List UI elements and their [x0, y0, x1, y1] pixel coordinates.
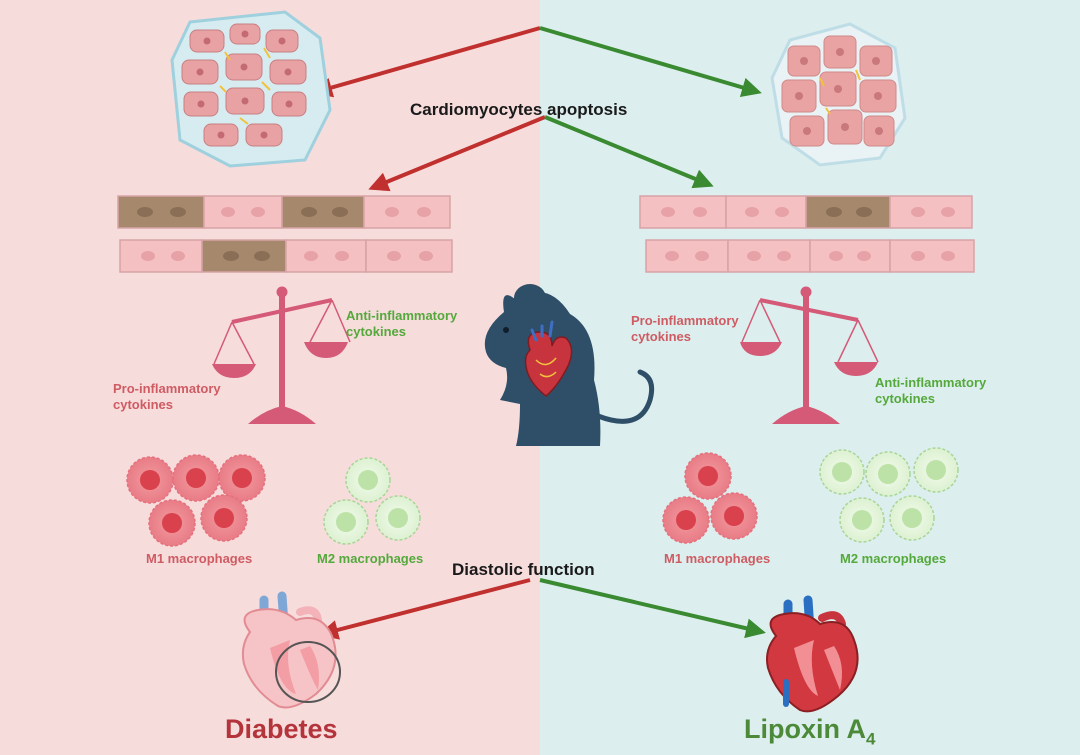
arrow-top-right: [539, 26, 762, 98]
m1-macrophages-label-right: M1 macrophages: [664, 551, 771, 566]
m2-macrophages-label-left: M2 macrophages: [317, 551, 424, 566]
arrow-mid-right: [544, 115, 714, 189]
anti-inflammatory-label-right: Anti-inflammatory cytokines: [875, 375, 986, 407]
macrophage-icon-m1-right: [662, 452, 758, 544]
pro-inflammatory-label-left: Pro-inflammatory cytokines: [113, 381, 221, 413]
arrow-bottom-left: [318, 578, 531, 640]
pro-inflammatory-line2-left: cytokines: [113, 397, 173, 412]
cardiomyocytes-apoptosis-label: Cardiomyocytes apoptosis: [410, 100, 628, 119]
pro-inflammatory-line2-right: cytokines: [631, 329, 691, 344]
anti-inflammatory-line2-left: cytokines: [346, 324, 406, 339]
heart-icon-lipoxin: [766, 595, 859, 713]
cardiomyocyte-cluster-icon-right: [770, 22, 907, 167]
macrophage-icon-m2-right: [819, 447, 959, 543]
arrows-group: [312, 26, 766, 640]
macrophage-icon-m1-left: [126, 454, 266, 547]
muscle-fiber-icon-right: [639, 195, 975, 273]
m1-macrophages-label-left: M1 macrophages: [146, 551, 253, 566]
heart-icon-mouse: [524, 320, 573, 397]
anti-inflammatory-label-left: Anti-inflammatory cytokines: [346, 308, 457, 340]
pro-inflammatory-line1-right: Pro-inflammatory: [631, 313, 739, 328]
anti-inflammatory-line2-right: cytokines: [875, 391, 935, 406]
balance-scale-icon-left: [212, 286, 351, 424]
diastolic-function-label: Diastolic function: [452, 560, 595, 579]
pro-inflammatory-label-right: Pro-inflammatory cytokines: [631, 313, 739, 345]
arrow-top-left: [312, 26, 541, 98]
arrow-mid-left: [368, 115, 546, 192]
cardiomyocyte-cluster-icon-left: [170, 10, 332, 168]
diabetes-title: Diabetes: [225, 714, 338, 744]
heart-icon-diabetes: [241, 591, 341, 709]
anti-inflammatory-line1-right: Anti-inflammatory: [875, 375, 987, 390]
pro-inflammatory-line1-left: Pro-inflammatory: [113, 381, 221, 396]
balance-scale-icon-right: [740, 286, 879, 424]
macrophage-icon-m2-left: [323, 457, 421, 545]
arrow-bottom-right: [539, 578, 766, 639]
lipoxin-title-main: Lipoxin A: [744, 714, 866, 744]
lipoxin-title: Lipoxin A4: [744, 714, 875, 749]
lipoxin-title-subscript: 4: [866, 729, 876, 749]
muscle-fiber-icon-left: [117, 195, 453, 273]
anti-inflammatory-line1-left: Anti-inflammatory: [346, 308, 458, 323]
m2-macrophages-label-right: M2 macrophages: [840, 551, 947, 566]
